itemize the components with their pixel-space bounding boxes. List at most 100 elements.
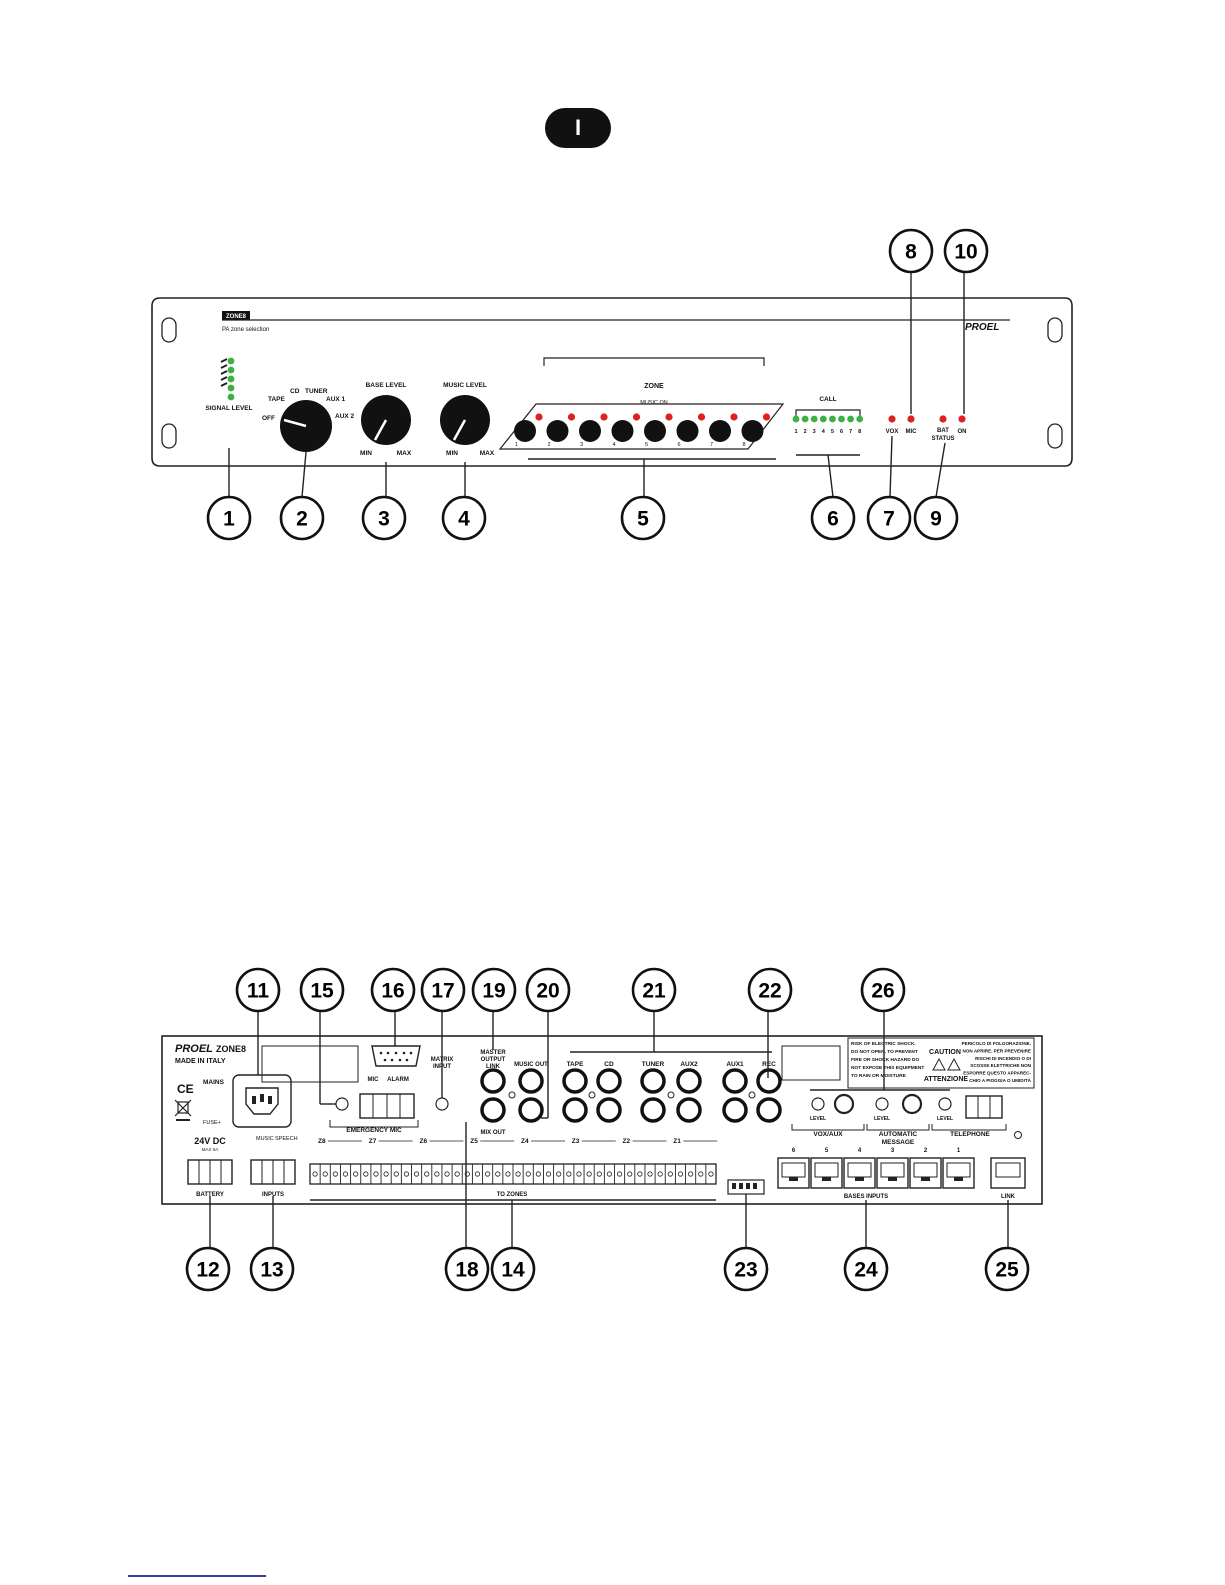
zone-number: 4: [613, 442, 616, 448]
callout-circle: [984, 1246, 1030, 1292]
signal-led: [227, 375, 235, 383]
speech-input-label: SPEECH: [275, 1136, 298, 1142]
rear-panel: PROEL ZONE8 MADE IN ITALY CE MAINS FUSE+…: [161, 1035, 1043, 1205]
zone-music-led: [567, 413, 576, 421]
selector-tape: TAPE: [268, 396, 286, 403]
selector-tuner: TUNER: [305, 388, 328, 395]
weee-bin-icon: [174, 1099, 192, 1121]
zone-group-label: Z1: [673, 1138, 681, 1145]
rear-screw: [1014, 1131, 1022, 1139]
vox-aux-level-label: LEVEL: [810, 1116, 826, 1122]
vox-aux-level-knob[interactable]: [811, 1097, 825, 1111]
rca-jack[interactable]: [562, 1068, 588, 1094]
zone-button[interactable]: [546, 420, 569, 442]
rca-jack[interactable]: [722, 1068, 748, 1094]
jack-indicator: [667, 1091, 675, 1099]
zone-button[interactable]: [709, 420, 731, 442]
link-jack[interactable]: [990, 1157, 1026, 1189]
rca-jack[interactable]: [518, 1068, 544, 1094]
zone-music-led: [697, 413, 706, 421]
warning-en-line: TO RAIN OR MOISTURE: [851, 1073, 907, 1079]
rca-jack[interactable]: [722, 1097, 748, 1123]
base-level-max: MAX: [397, 450, 412, 457]
front-rack-hole: [1047, 317, 1063, 343]
rca-jack[interactable]: [562, 1097, 588, 1123]
rca-jack[interactable]: [640, 1068, 666, 1094]
callout-circle: [913, 495, 959, 541]
rca-jack[interactable]: [480, 1068, 506, 1094]
warning-it-line: PERICOLO DI FOLGORAZIONE.: [962, 1041, 1031, 1046]
automatic-message-jack[interactable]: [901, 1093, 923, 1115]
warning-it-line: RISCHI DI INCENDIO O DI: [975, 1056, 1031, 1061]
base-input-jack[interactable]: [843, 1157, 876, 1189]
rca-jack[interactable]: [640, 1097, 666, 1123]
source-selector[interactable]: OFF TAPE CD TUNER AUX 1 AUX 2: [262, 388, 355, 452]
callout-number: 25: [995, 1259, 1019, 1282]
callout-number: 10: [954, 241, 977, 264]
music-level-control[interactable]: MUSIC LEVEL MIN MAX: [440, 382, 495, 457]
rca-jack[interactable]: [756, 1068, 782, 1094]
call-number: 3: [813, 429, 816, 435]
base-input-jack[interactable]: [876, 1157, 909, 1189]
rca-jack[interactable]: [756, 1097, 782, 1123]
front-rack-hole: [161, 423, 177, 449]
link-label: LINK: [1001, 1194, 1016, 1200]
serial-connector[interactable]: [371, 1045, 421, 1067]
rca-jack[interactable]: [480, 1097, 506, 1123]
telephone-level-knob[interactable]: [938, 1097, 952, 1111]
zone-button[interactable]: [741, 420, 764, 442]
rear-label-plate-2: [781, 1045, 841, 1081]
callout-number: 20: [536, 980, 559, 1003]
base-input-jack[interactable]: [810, 1157, 843, 1189]
zone-button[interactable]: [514, 420, 536, 442]
callout-circle: [361, 495, 407, 541]
callout-number: 13: [260, 1259, 283, 1282]
callout-circle: [471, 967, 517, 1013]
rca-jack[interactable]: [518, 1097, 544, 1123]
bat-status-label-2: STATUS: [931, 436, 954, 442]
master-output-label-2: OUTPUT: [481, 1057, 506, 1063]
source-label: AUX2: [680, 1061, 698, 1068]
base-input-jack[interactable]: [942, 1157, 975, 1189]
base-input-jack[interactable]: [909, 1157, 942, 1189]
warning-it-line: CHIO A PIOGGIA O UMIDITÀ: [969, 1077, 1031, 1083]
zone-bracket: [543, 357, 765, 366]
vox-aux-jack[interactable]: [833, 1093, 855, 1115]
telephone-terminal[interactable]: [965, 1095, 1003, 1119]
base-level-control[interactable]: BASE LEVEL MIN MAX: [360, 382, 412, 457]
zone-number: 6: [678, 442, 681, 448]
zone-button[interactable]: [644, 420, 666, 442]
zone-number: 7: [710, 442, 713, 448]
base-input-number: 5: [825, 1148, 829, 1154]
rca-jack[interactable]: [676, 1068, 702, 1094]
signal-level-label: SIGNAL LEVEL: [205, 405, 252, 412]
zone-number: 5: [645, 442, 648, 448]
call-number: 5: [831, 429, 834, 435]
signal-led: [227, 384, 235, 392]
callout-number: 24: [854, 1259, 878, 1282]
callout-number: 21: [642, 980, 666, 1003]
call-led: [838, 415, 845, 423]
callout-circle: [843, 1246, 889, 1292]
zone-group-label: Z5: [470, 1138, 478, 1145]
selector-aux2: AUX 2: [335, 413, 355, 420]
zone-button[interactable]: [611, 420, 634, 442]
rca-jack[interactable]: [676, 1097, 702, 1123]
automatic-message-level-knob[interactable]: [875, 1097, 889, 1111]
base-input-jack[interactable]: [777, 1157, 810, 1189]
bat-status-label-1: BAT: [937, 428, 949, 434]
front-callout-leaders: [228, 272, 965, 498]
callout-circle: [810, 495, 856, 541]
rca-jack[interactable]: [596, 1097, 622, 1123]
music-input-label: MUSIC: [256, 1136, 274, 1142]
warning-triangle-icon: [947, 1057, 961, 1071]
zone-button[interactable]: [579, 420, 601, 442]
emergency-mic-bracket: [329, 1120, 419, 1128]
rca-jack[interactable]: [596, 1068, 622, 1094]
callout-number: 3: [378, 508, 390, 531]
callout-number: 4: [458, 508, 470, 531]
zone-button[interactable]: [676, 420, 699, 442]
